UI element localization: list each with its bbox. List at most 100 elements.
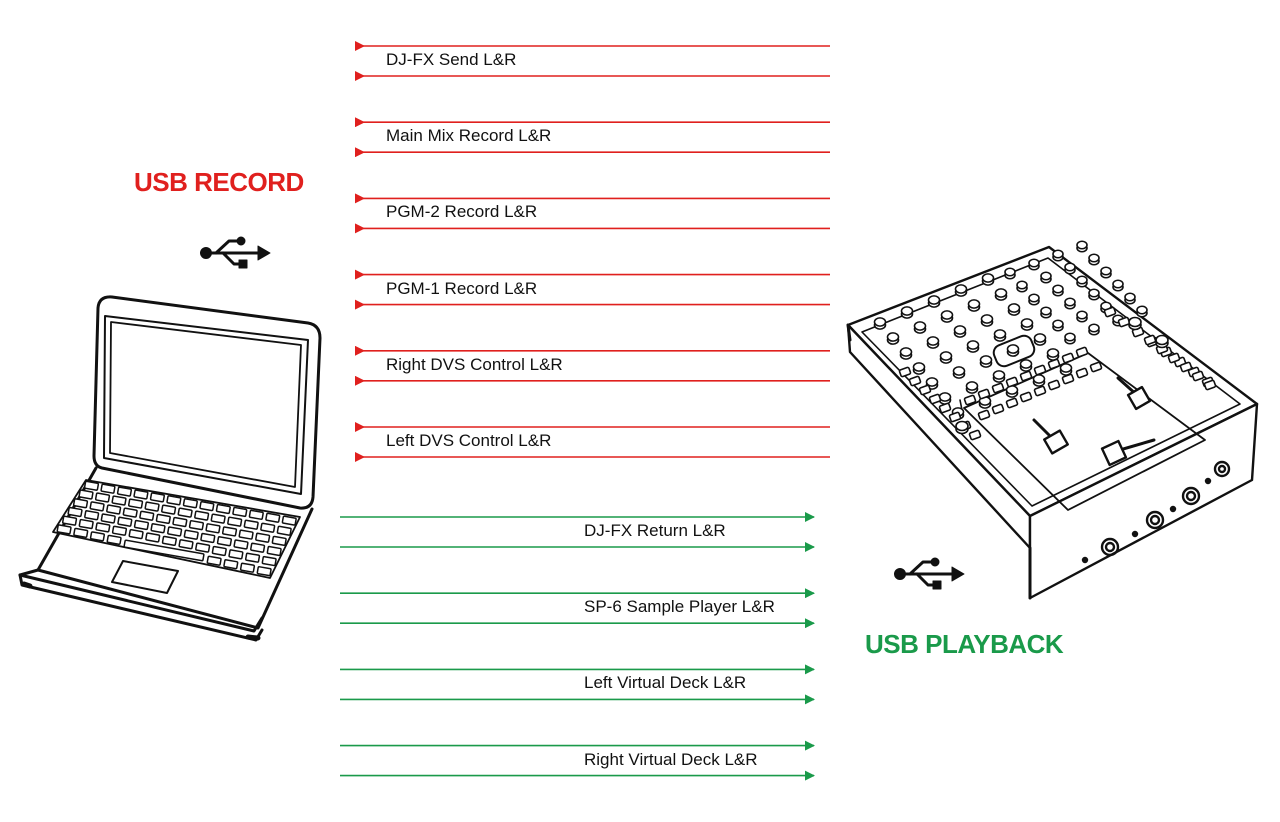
keyboard-key <box>195 542 211 553</box>
laptop-icon <box>18 295 322 642</box>
mixer-knob <box>900 306 914 319</box>
mixer-button <box>1075 346 1089 358</box>
mixer-knob <box>1028 293 1040 306</box>
playback-channel-label: SP-6 Sample Player L&R <box>584 597 775 617</box>
keyboard-key <box>78 489 94 500</box>
mixer-knob <box>1040 306 1052 319</box>
mixer-knob <box>1019 359 1033 372</box>
mixer-knob <box>938 392 952 405</box>
usb-icon <box>894 557 965 590</box>
keyboard-key <box>128 529 144 540</box>
mixer-button <box>928 393 942 405</box>
mixer-knob <box>953 325 967 338</box>
mixer-button <box>1047 358 1061 370</box>
keyboard-key <box>100 513 116 524</box>
keyboard-key <box>111 495 127 506</box>
mixer-knob <box>981 273 995 286</box>
mixer-knob <box>1007 303 1021 316</box>
keyboard-key <box>122 507 138 518</box>
mixer-knob <box>966 340 980 353</box>
mixer-knob <box>1032 374 1046 387</box>
mixer-knob <box>1064 262 1076 275</box>
mixer-knob <box>1076 240 1088 253</box>
keyboard-key <box>161 504 177 515</box>
record-channel-label: Left DVS Control L&R <box>386 431 552 450</box>
keyboard-key <box>206 555 222 566</box>
mixer-knob <box>980 314 994 327</box>
mixer-button <box>1033 385 1047 397</box>
keyboard-key <box>200 532 216 544</box>
keyboard-key <box>194 510 210 521</box>
keyboard-key <box>276 525 292 536</box>
mixer-controls <box>873 240 1217 441</box>
mixer-button <box>991 403 1005 415</box>
mixer-knob <box>952 366 966 379</box>
keyboard-key <box>67 506 83 518</box>
keyboard-key <box>250 542 266 553</box>
playback-channel-label: Right Virtual Deck L&R <box>584 749 758 769</box>
mixer-knob <box>939 351 953 364</box>
keyboard-key <box>239 562 256 573</box>
mixer-knob <box>1040 271 1052 284</box>
mixer-knob <box>954 284 968 297</box>
keyboard-key <box>144 501 160 512</box>
usb-record-title: USB RECORD <box>134 167 304 197</box>
mixer-button <box>948 411 962 423</box>
mixer-knob <box>1006 344 1020 357</box>
mixer-button <box>968 429 982 441</box>
keyboard-key <box>161 535 177 547</box>
keyboard-key <box>261 555 277 567</box>
mixer-button <box>991 382 1005 394</box>
mixer-knob <box>913 321 927 334</box>
record-channel-label: Right DVS Control L&R <box>386 354 563 374</box>
keyboard-key <box>139 510 155 521</box>
mixer-knob <box>1076 275 1088 288</box>
keyboard-key <box>83 480 100 491</box>
mixer-button <box>1019 370 1033 382</box>
mixer-knob <box>1005 385 1019 398</box>
mixer-button <box>1167 352 1181 364</box>
mixer-knob <box>899 347 913 360</box>
mixer-button <box>1047 379 1061 391</box>
mixer-knob <box>979 355 993 368</box>
mixer-button <box>1033 364 1047 376</box>
mixer-button <box>1179 361 1193 373</box>
keyboard-key <box>183 529 199 540</box>
mixer-button <box>1089 361 1103 373</box>
keyboard-key <box>182 498 198 509</box>
mixer-knob <box>873 317 887 330</box>
mixer-button <box>908 375 922 387</box>
keyboard-key <box>216 536 232 547</box>
keyboard-key <box>205 523 221 534</box>
dj-mixer-icon <box>846 245 1259 600</box>
keyboard-key <box>271 535 287 546</box>
keyboard-key <box>215 503 231 515</box>
mixer-knob <box>1088 323 1100 336</box>
mixer-knob <box>1076 310 1088 323</box>
mixer-knob <box>1112 279 1124 292</box>
mixer-knob <box>1136 305 1148 318</box>
mixer-button <box>918 384 932 396</box>
keyboard-key <box>256 566 272 577</box>
keyboard-key <box>265 512 281 523</box>
keyboard-key <box>228 549 244 560</box>
keyboard-key <box>167 526 183 537</box>
keyboard-key <box>178 539 194 550</box>
mixer-knob <box>1088 288 1100 301</box>
mixer-knob <box>1004 267 1016 280</box>
keyboard-key <box>106 504 122 515</box>
keyboard-key <box>133 519 150 531</box>
keyboard-key <box>244 552 261 563</box>
mixer-knob <box>1124 292 1136 305</box>
keyboard-key <box>227 516 243 527</box>
mixer-knob <box>1052 319 1064 332</box>
mixer-knob <box>1046 348 1060 361</box>
keyboard-key <box>221 526 238 537</box>
keyboard-key <box>106 534 122 545</box>
keyboard-key <box>133 489 149 500</box>
mixer-knob <box>927 295 941 308</box>
keyboard-key <box>117 516 133 527</box>
laptop-keyboard <box>56 480 297 577</box>
keyboard-key <box>72 498 89 509</box>
